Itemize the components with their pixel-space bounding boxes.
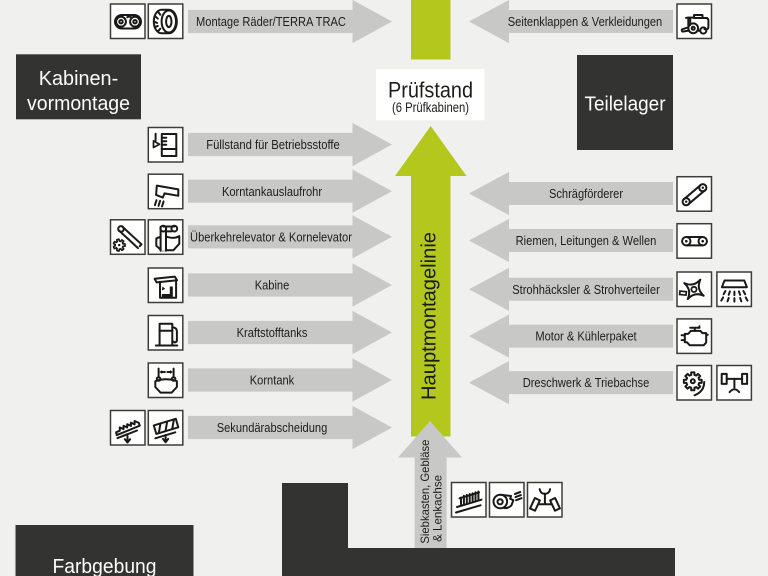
svg-text:vormontage: vormontage	[27, 93, 130, 115]
svg-text:Füllstand für Betriebsstoffe: Füllstand für Betriebsstoffe	[206, 137, 340, 152]
svg-text:Hauptmontagelinie: Hauptmontagelinie	[419, 232, 441, 400]
svg-text:Kabinen-: Kabinen-	[39, 68, 118, 90]
svg-text:Kabine: Kabine	[255, 278, 290, 293]
svg-text:Sekundärabscheidung: Sekundärabscheidung	[217, 420, 328, 435]
svg-text:Motor & Kühlerpaket: Motor & Kühlerpaket	[535, 329, 637, 344]
svg-text:Dreschwerk & Triebachse: Dreschwerk & Triebachse	[523, 375, 650, 390]
svg-text:& Lenkachse: & Lenkachse	[430, 475, 444, 542]
svg-text:Prüfstand: Prüfstand	[388, 77, 473, 102]
svg-text:(6 Prüfkabinen): (6 Prüfkabinen)	[392, 100, 469, 115]
svg-text:Korntank: Korntank	[250, 373, 295, 388]
svg-text:Überkehrelevator & Kornelevato: Überkehrelevator & Kornelevator	[190, 229, 352, 244]
svg-text:Schrägförderer: Schrägförderer	[549, 186, 624, 201]
svg-text:Riemen, Leitungen & Wellen: Riemen, Leitungen & Wellen	[516, 233, 657, 248]
svg-text:Strohhäcksler & Strohverteiler: Strohhäcksler & Strohverteiler	[512, 282, 660, 297]
svg-text:Farbgebung: Farbgebung	[53, 556, 157, 576]
svg-text:Korntankauslaufrohr: Korntankauslaufrohr	[222, 184, 323, 199]
svg-text:Seitenklappen & Verkleidungen: Seitenklappen & Verkleidungen	[508, 14, 663, 29]
svg-text:Teilelager: Teilelager	[585, 94, 666, 116]
svg-text:Montage Räder/TERRA TRAC: Montage Räder/TERRA TRAC	[196, 14, 346, 29]
svg-text:Kraftstofftanks: Kraftstofftanks	[237, 325, 308, 340]
svg-text:Siebkasten, Gebläse: Siebkasten, Gebläse	[418, 439, 432, 543]
